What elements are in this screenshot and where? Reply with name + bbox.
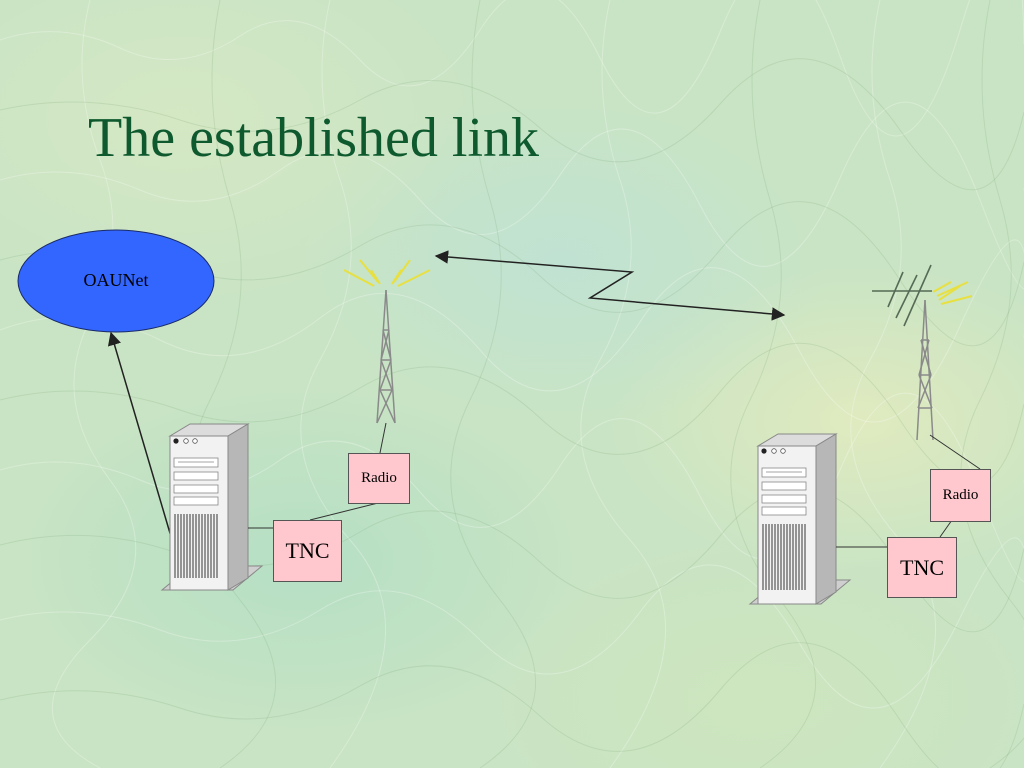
radio-label-right: Radio [942,487,979,503]
tower-antenna-icon-left [376,289,396,424]
yagi-antenna-icon-right [916,299,934,441]
right-tnc-to-radio-line [939,519,953,538]
server-to-network-arrow [107,331,173,541]
oaunet-label: OAUNet [83,270,149,290]
tnc-label-left: TNC [285,538,330,563]
radio-box-right: Radio [930,469,991,522]
server-tower-icon-right [748,433,852,605]
left-radio-to-antenna-line [379,422,387,454]
left-tnc-to-radio-line [309,502,379,521]
slide-title: The established link [88,107,540,169]
radio-signal-icon-left [343,259,431,287]
tnc-box-left: TNC [273,520,342,582]
yagi-elements [872,264,932,327]
radio-box-left: Radio [348,453,410,504]
right-radio-to-antenna-line [929,434,981,470]
tnc-box-right: TNC [887,537,957,598]
wireless-link-arrow [434,250,786,321]
server-tower-icon-left [160,423,264,591]
radio-label-left: Radio [361,470,397,486]
radio-signal-icon-right [932,281,973,305]
tnc-label-right: TNC [900,554,944,580]
